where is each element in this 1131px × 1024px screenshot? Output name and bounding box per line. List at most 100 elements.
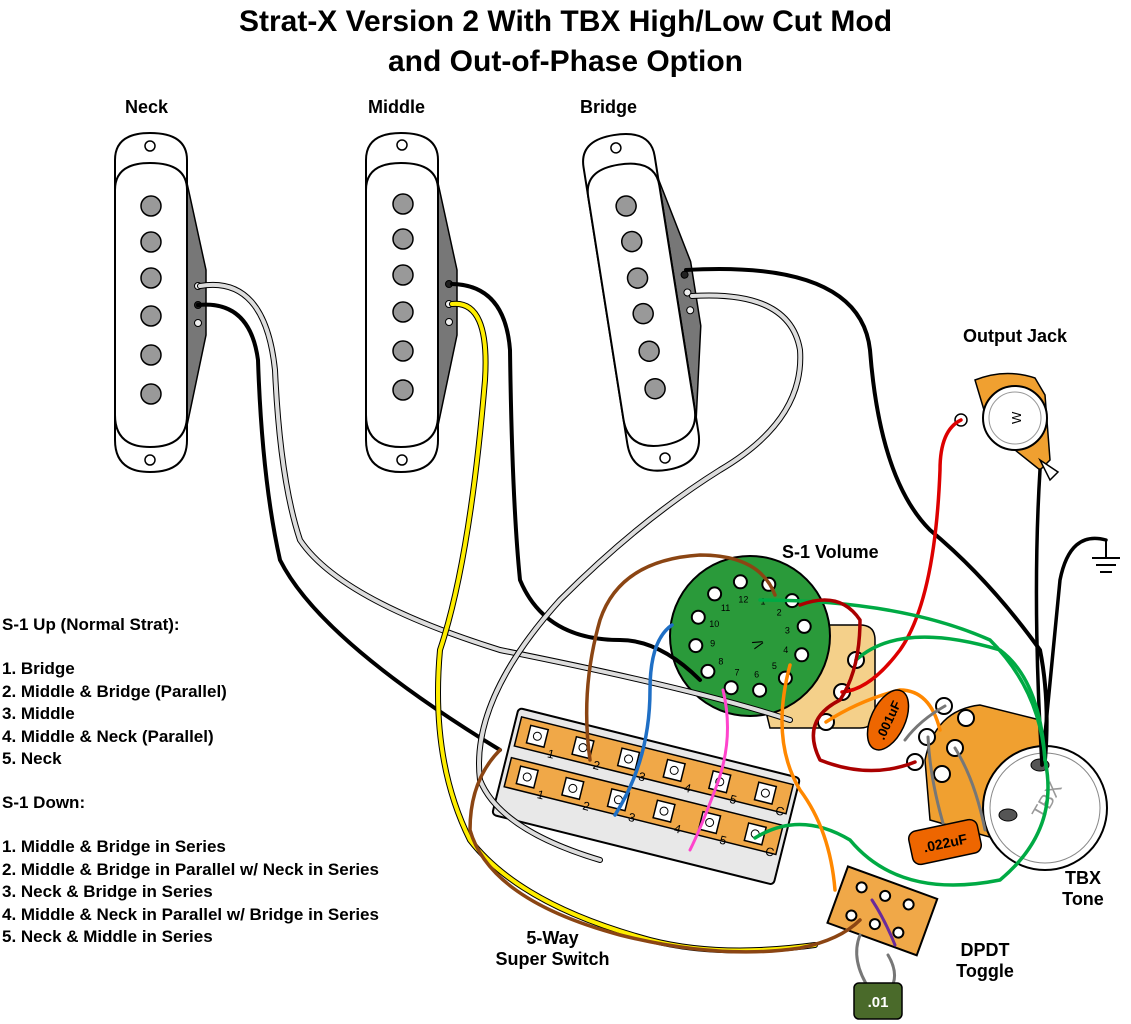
middle-pole-piece: [392, 301, 414, 323]
switch-lug-hole: [659, 806, 669, 816]
bridge-pole-piece: [621, 230, 643, 253]
jack-barrel-inner: [988, 391, 1042, 445]
legend-down-item: 5. Neck & Middle in Series: [2, 927, 213, 947]
diagram-title-line2: and Out-of-Phase Option: [388, 45, 743, 78]
wire-brown-1: [584, 553, 777, 762]
volume-pin-label: 11: [721, 603, 730, 613]
tbx-pot-lug: [957, 709, 975, 727]
middle-pole-piece: [392, 193, 414, 215]
legend-down-header: S-1 Down:: [2, 793, 86, 812]
tbx-label-line1: TBX: [1065, 868, 1101, 888]
legend-up-item: 1. Bridge: [2, 659, 75, 679]
middle-pickup: [365, 131, 458, 474]
wire-neck-black: [196, 302, 502, 752]
dpdt-toggle: [826, 865, 939, 957]
bridge-mount-hole-top: [610, 142, 622, 154]
dpdt-lug: [879, 889, 892, 902]
jack-marker: W: [1009, 411, 1024, 424]
neck-pole-piece: [140, 305, 162, 327]
switch-label-line1: 5-Way: [526, 928, 579, 948]
bridge-pickup: [582, 133, 702, 472]
middle-pole-piece: [392, 379, 414, 401]
switch-terminal-label: 3: [637, 769, 647, 784]
legend-up-item: 5. Neck: [2, 749, 62, 769]
wire-blue: [613, 623, 674, 817]
middle-mount-hole-top: [396, 139, 408, 151]
neck-pickup-label: Neck: [125, 97, 169, 117]
volume-pot-label: S-1 Volume: [782, 542, 879, 562]
wire-purple: [870, 898, 897, 947]
legend-up-item: 2. Middle & Bridge (Parallel): [2, 681, 227, 701]
wire-gray-1: [855, 933, 872, 992]
switch-terminal-label: C: [774, 803, 786, 819]
bridge-mount-hole-bottom: [659, 452, 671, 464]
switch-terminal-label: 2: [591, 758, 601, 773]
neck-pole-piece: [140, 267, 162, 289]
switch-lug-hole: [669, 765, 679, 775]
volume-pin: [700, 663, 716, 679]
middle-pickup-label: Middle: [368, 97, 425, 117]
neck-pole-piece: [140, 344, 162, 366]
dpdt-lug: [845, 909, 858, 922]
volume-pin-label: 2: [777, 608, 782, 618]
neck-pole-piece: [140, 383, 162, 405]
middle-pole-piece: [392, 264, 414, 286]
bridge-pole-piece: [626, 267, 649, 289]
neck-pickup: [114, 131, 207, 474]
legend-up: S-1 Up (Normal Strat): 1. Bridge 2. Midd…: [2, 614, 227, 770]
switch-lug-hole: [532, 731, 542, 741]
legend-down-item: 2. Middle & Bridge in Parallel w/ Neck i…: [2, 859, 379, 879]
switch-label-line2: Super Switch: [495, 949, 610, 969]
dpdt-lug: [892, 926, 905, 939]
neck-pickup-cover: [114, 161, 188, 449]
legend-up-item: 4. Middle & Neck (Parallel): [2, 726, 214, 746]
volume-pin-label: 9: [710, 639, 715, 649]
wire-bridge-black: [684, 267, 1049, 762]
ground-symbol: [1092, 540, 1120, 573]
volume-pin-label: 6: [754, 669, 759, 679]
dpdt-label-line1: DPDT: [960, 940, 1010, 960]
neck-pole-piece: [140, 195, 162, 217]
wire-hot-red: [840, 418, 963, 694]
bridge-lead-eyelet: [686, 306, 695, 315]
switch-lug-hole: [705, 818, 715, 828]
wire-gray-3: [926, 735, 947, 832]
neck-pole-piece: [140, 231, 162, 253]
switch-terminal-label: C: [764, 844, 776, 860]
wire-gray-5: [903, 704, 947, 742]
wire-bridge-white: [477, 293, 803, 862]
legend-up-item: 3. Middle: [2, 704, 75, 724]
dpdt-lug: [868, 918, 881, 931]
switch-terminal-label: 2: [581, 799, 591, 814]
dpdt-label-line2: Toggle: [956, 961, 1014, 981]
tbx-pot-lug: [933, 765, 951, 783]
tbx-wiper-lug: [998, 808, 1018, 822]
legend-down-item: 3. Neck & Bridge in Series: [2, 882, 213, 902]
switch-terminal-label: 1: [546, 746, 556, 761]
wires: [196, 267, 1108, 992]
volume-pin: [688, 638, 704, 654]
middle-lead-eyelet: [445, 318, 453, 326]
capacitor-001uf: .001uF: [866, 689, 910, 751]
wire-green-3: [753, 758, 1050, 887]
tbx-label-line2: Tone: [1062, 889, 1104, 909]
jack-sleeve-lug: [1038, 457, 1060, 482]
switch-terminal-label: 1: [536, 787, 546, 802]
wire-green-2: [758, 598, 1047, 762]
volume-pin: [796, 618, 812, 634]
bridge-lead-eyelet: [680, 270, 689, 279]
bridge-pole-piece: [638, 340, 660, 362]
legend-down: S-1 Down: 1. Middle & Bridge in Series 2…: [2, 792, 379, 948]
middle-mount-hole-bottom: [396, 454, 408, 466]
capacitor-01-label: .01: [868, 994, 889, 1011]
wire-darkred: [798, 598, 917, 773]
volume-pin-label: 7: [734, 668, 739, 678]
volume-pin: [723, 680, 739, 696]
output-jack-label: Output Jack: [963, 326, 1068, 346]
volume-pin-label: 10: [709, 619, 719, 629]
bridge-pickup-label: Bridge: [580, 97, 638, 117]
